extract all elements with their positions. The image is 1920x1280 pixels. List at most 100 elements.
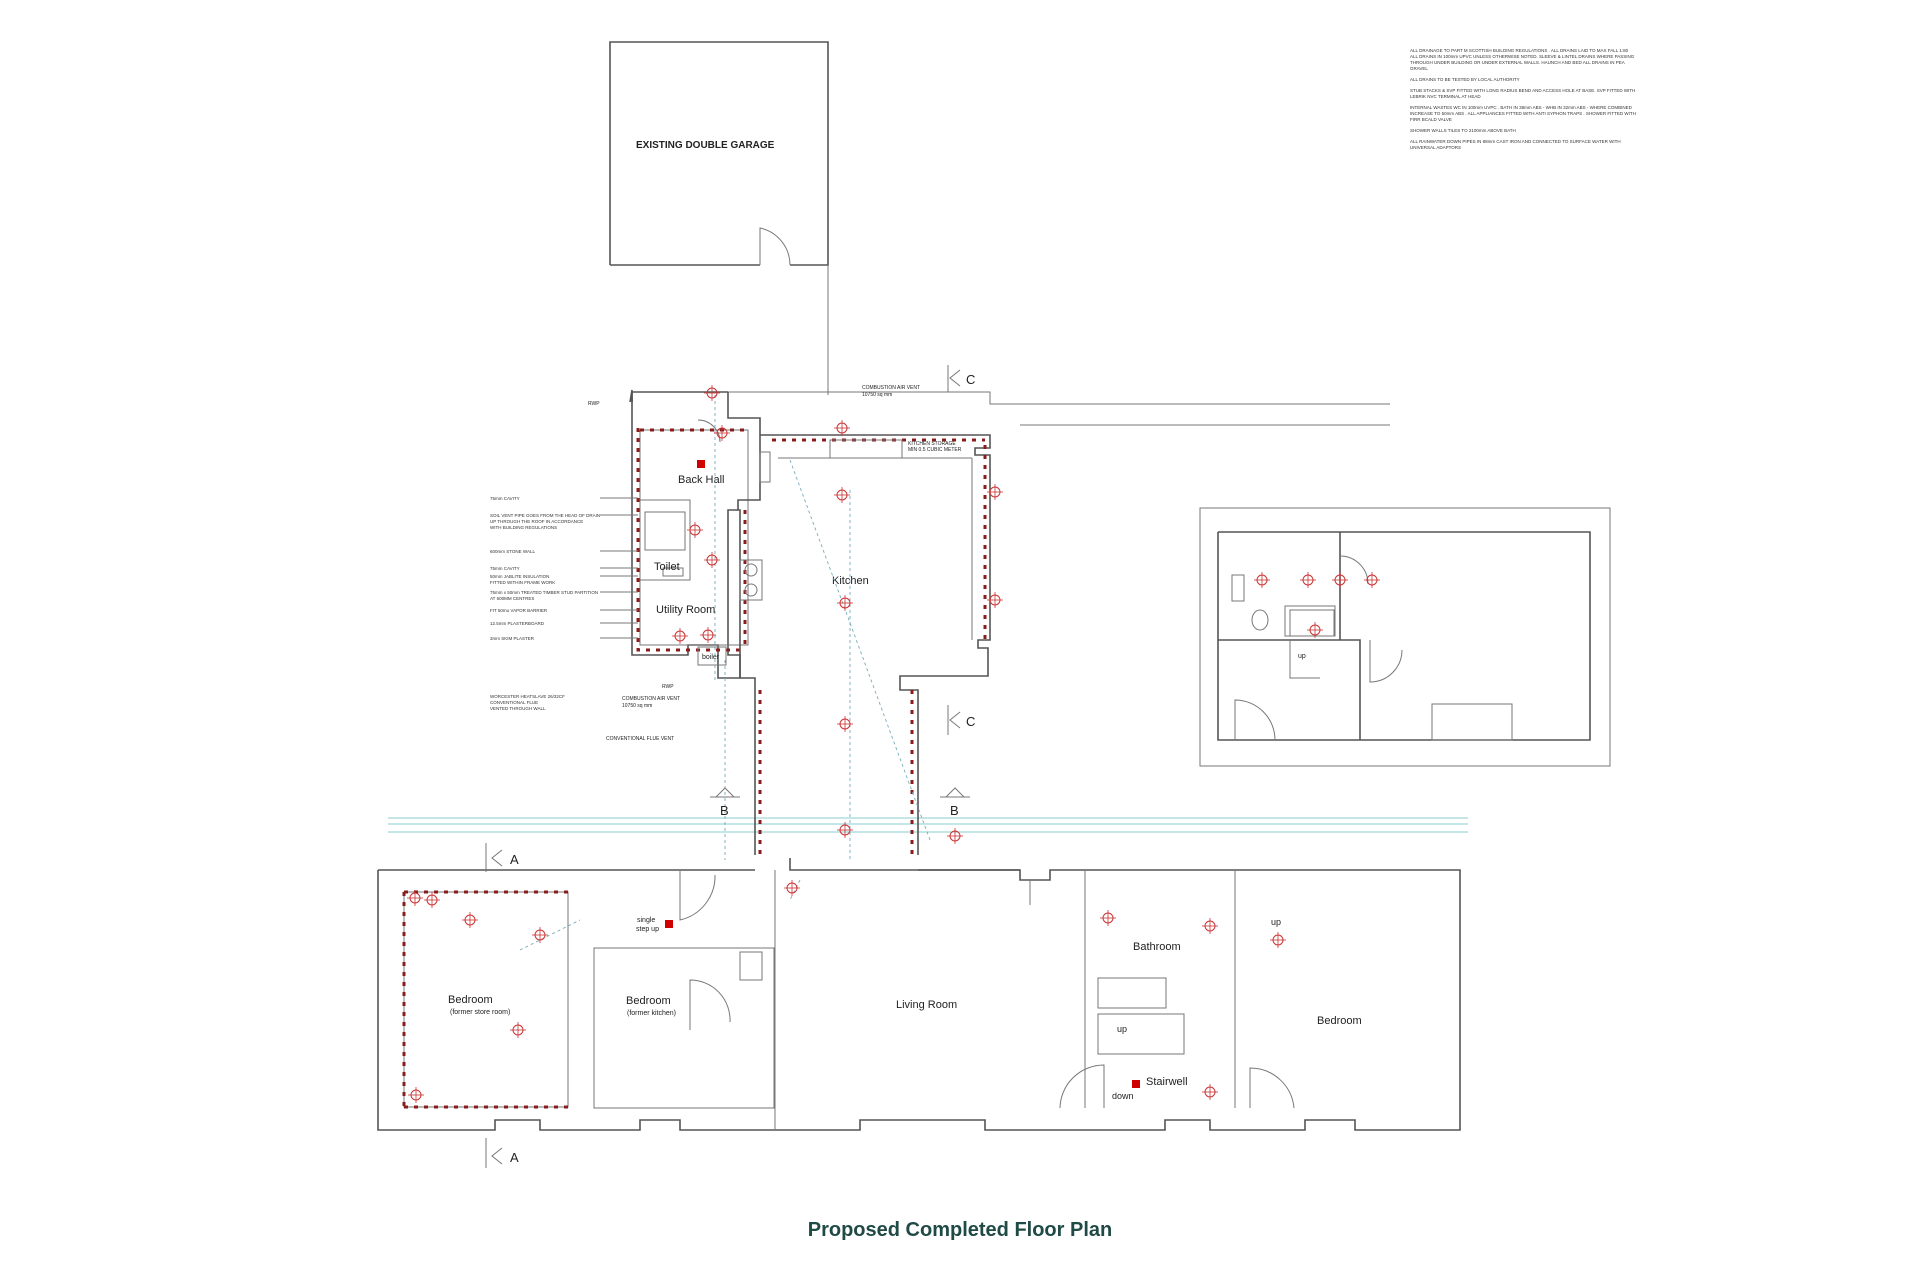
svg-text:C: C [966,714,975,729]
bedroom-left-sub: (former store room) [450,1009,510,1016]
light-fitting-icon [532,927,548,943]
section-markers: C C B B A A [485,365,975,1168]
drainage-note-line: GRAVEL [1410,66,1428,71]
kitchen-block: Kitchen KITCHEN STORAGE MIN 0.5 CUBIC ME… [588,385,991,855]
wall-note-line: 600mm STONE WALL [490,549,536,554]
kitchen-storage-label-2: MIN 0.5 CUBIC METER [908,447,962,453]
boiler-label: boiler [702,654,720,661]
light-fitting-icon [704,552,720,568]
light-fitting-icon [987,484,1003,500]
drainage-note-line: INCREASE TO 50mm ABS . ALL APPLIANCES FI… [1410,111,1636,116]
light-fitting-icon [672,628,688,644]
bedroom-mid-sub: (former kitchen) [627,1010,676,1017]
light-fitting-icon [837,716,853,732]
wall-note-line: 12.5mm PLASTERBOARD [490,621,545,626]
service-runs [519,395,931,951]
drainage-note-line: FIRR BCALD VALVE [1410,117,1452,122]
light-fitting-icon [1307,622,1323,638]
bedroom-mid-label: Bedroom [626,995,671,1007]
section-a-top: A [485,843,519,872]
single-step-label-2: step up [636,926,659,933]
living-room-label: Living Room [896,999,957,1011]
drainage-note-line: LEBRIK NVC TERMINAL AT HEAD [1410,94,1481,99]
light-fitting-icon [1202,918,1218,934]
up-label-1: up [1117,1024,1127,1034]
drainage-note-line: THROUGH UNDER BUILDING OR UNDER EXTERNAL… [1410,60,1625,65]
garage-label: EXISTING DOUBLE GARAGE [636,140,775,151]
stack-marker [697,460,705,468]
light-fitting-icon [1254,572,1270,588]
drainage-note-line: ALL RAINWATER DOWN PIPES IN 88mm CAST IR… [1410,139,1621,144]
svg-text:B: B [950,803,959,818]
light-fitting-icon [834,487,850,503]
down-label: down [1112,1091,1134,1101]
wall-note-line: FITTED WITHIN FRAME WORK [490,580,555,585]
wall-note-line: AT 600MM CENTRES [490,596,534,601]
annex-up-label: up [1298,653,1306,660]
utility-room-label: Utility Room [656,604,715,616]
light-fitting-icon [408,1087,424,1103]
light-fitting-icon [834,420,850,436]
wall-note-line: UP THROUGH THE ROOF IN ACCORDANCE [490,519,583,524]
light-fitting-icon [462,912,478,928]
bathroom-label: Bathroom [1133,941,1181,953]
light-fitting-icon [424,892,440,908]
light-fittings [407,385,1380,1103]
svg-text:C: C [966,372,975,387]
svg-text:A: A [510,852,519,867]
light-fitting-icon [407,890,423,906]
light-fitting-icon [1332,572,1348,588]
light-fitting-icon [714,425,730,441]
section-b-right: B [940,787,970,818]
section-c-top: C [947,365,975,392]
annex-plan: up [1199,507,1611,767]
toilet-label: Toilet [654,561,680,573]
light-fitting-icon [510,1022,526,1038]
stairwell-label: Stairwell [1146,1076,1188,1088]
drainage-notes: ALL DRAINAGE TO PART M SCOTTISH BUILDING… [1410,48,1636,150]
light-fitting-icon [987,592,1003,608]
wall-note-line: SOIL VENT PIPE GOES FROM THE HEAD OF DRA… [490,513,600,518]
drainage-note-line: STUB STACKS & SVP FITTED WITH LONG RADIU… [1410,88,1635,93]
wall-note-line: FIT 50mu VAPOR BARRIER [490,608,548,613]
light-fitting-icon [1202,1084,1218,1100]
vent-top-label: COMBUSTION AIR VENT [862,385,920,391]
rwp-label-2: RWP [662,684,674,690]
kitchen-storage-label: KITCHEN STORAGE [908,441,956,447]
wall-note-line: WITH BUILDING REGULATIONS [490,525,557,530]
wall-note-line: CONVENTIONAL FLUE [490,700,538,705]
drainage-note-line: SHOWER WALLS TILES TO 2100mm ABOVE BATH [1410,128,1516,133]
drainage-note-line: UNIVERSAL ADAPTORS [1410,145,1461,150]
section-b-left: B [710,787,740,818]
svg-text:A: A [510,1150,519,1165]
wall-note-line: 75mm x 50mm TREATED TIMBER STUD PARTITIO… [490,590,598,595]
vent-mid-label-2: 10750 sq mm [622,703,652,709]
back-hall-label: Back Hall [678,474,724,486]
wall-note-line: 50mm JABLITE INSULATION [490,574,549,579]
section-c-mid: C [947,705,975,735]
existing-double-garage: EXISTING DOUBLE GARAGE [609,41,829,395]
svg-text:B: B [720,803,729,818]
main-house: Bedroom (former store room) Bedroom (for… [377,858,1461,1131]
light-fitting-icon [837,595,853,611]
bedroom-left-label: Bedroom [448,994,493,1006]
drainage-note-line: INTERNAL WASTES WC IN 100mm UVPC . BATH … [1410,105,1633,110]
drainage-note-line: ALL DRAINS IN 100mm UPVC UNLESS OTHERWIS… [1410,54,1635,59]
light-fitting-icon [687,522,703,538]
stair-marker [1132,1080,1140,1088]
wall-note-line: WORCESTER HEATSLAVE 26/32CF [490,694,565,699]
light-fitting-icon [1300,572,1316,588]
light-fitting-icon [700,627,716,643]
step-marker [665,920,673,928]
light-fitting-icon [1270,932,1286,948]
up-label-2: up [1271,917,1281,927]
light-fitting-icon [837,822,853,838]
flue-vent-label: CONVENTIONAL FLUE VENT [606,736,674,742]
vent-top-label-2: 10750 sq mm [862,392,892,398]
bedroom-right-label: Bedroom [1317,1015,1362,1027]
vent-mid-label: COMBUSTION AIR VENT [622,696,680,702]
wall-note-line: 3mm SKIM PLASTER [490,636,535,641]
single-step-label: single [637,917,655,924]
